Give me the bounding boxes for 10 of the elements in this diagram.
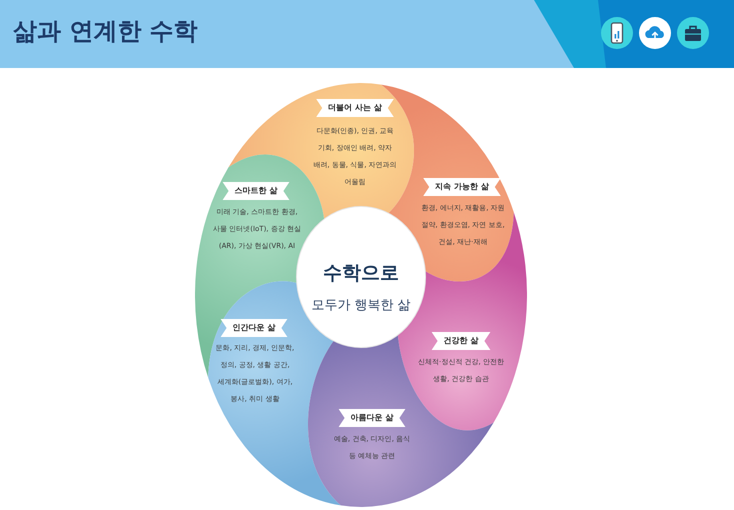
ribbon-heading: 스마트한 삶 (222, 182, 290, 200)
page-title: 삶과 연계한 수학 (13, 16, 198, 46)
center-subtitle: 모두가 행복한 삶 (310, 297, 412, 314)
ribbon-heading: 인간다운 삶 (220, 319, 288, 337)
ribbon-heading: 더불어 사는 삶 (316, 99, 394, 117)
ring-segment (397, 212, 527, 431)
ribbon-heading: 지속 가능한 삶 (423, 178, 501, 196)
ribbon-heading: 아름다운 삶 (338, 409, 406, 427)
center-title: 수학으로 (322, 261, 400, 285)
ribbon-heading: 건강한 삶 (432, 332, 490, 350)
